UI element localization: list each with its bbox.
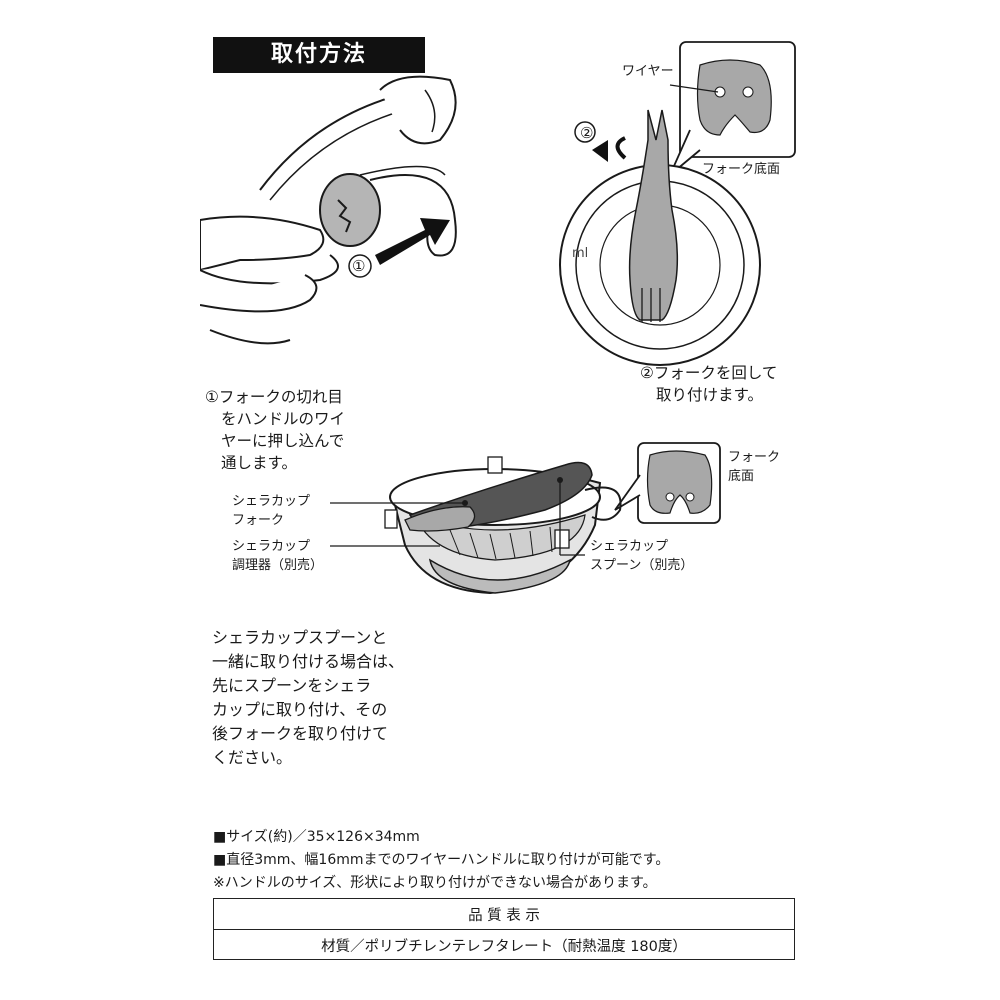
step1-instructions: ①フォークの切れ目 をハンドルのワイ ヤーに押し込んで 通します。	[205, 386, 345, 474]
step1-line-1: ①フォークの切れ目	[205, 388, 343, 406]
note-line-5: 後フォークを取り付けて	[212, 724, 389, 743]
spec-diameter: ■直径3mm、幅16mmまでのワイヤーハンドルに取り付けが可能です。	[213, 852, 670, 868]
sierra-fork-label-line-2: フォーク	[232, 513, 285, 528]
step1-line-2: をハンドルのワイ	[221, 410, 346, 428]
note-line-1: シェラカップスプーンと	[212, 628, 388, 647]
sierra-fork-label-line-1: シェラカップ	[232, 494, 311, 509]
step2-line-2: 取り付けます。	[656, 386, 763, 404]
step1-marker: ①	[352, 257, 366, 275]
section-header: 取付方法	[213, 37, 425, 73]
step2-instructions: ②フォークを回して 取り付けます。	[640, 362, 777, 406]
spec-size: ■サイズ(約)／35×126×34mm	[213, 829, 420, 845]
note-line-6: ください。	[212, 748, 293, 767]
step1-line-4: 通します。	[221, 454, 297, 472]
note-line-3: 先にスプーンをシェラ	[212, 676, 372, 695]
sierra-spoon-label-line-2: スプーン（別売）	[590, 558, 694, 573]
sierra-spoon-label: シェラカップ スプーン（別売）	[590, 537, 693, 575]
fork-bottom-label: フォーク底面	[702, 162, 781, 177]
sierra-spoon-label-line-1: シェラカップ	[590, 539, 669, 554]
quality-table-title: 品 質 表 示	[468, 907, 540, 924]
quality-table: 品 質 表 示 材質／ポリブチレンテレフタレート（耐熱温度 180度）	[213, 898, 795, 960]
quality-table-material: 材質／ポリブチレンテレフタレート（耐熱温度 180度）	[214, 929, 794, 960]
step2-line-1: ②フォークを回して	[640, 364, 778, 382]
note-line-2: 一緒に取り付ける場合は、	[212, 652, 405, 671]
step2-illustration	[559, 41, 796, 366]
step2-marker: ②	[580, 124, 594, 142]
note-line-4: カップに取り付け、その	[212, 700, 388, 719]
sierra-cooker-label-line-2: 調理器（別売）	[232, 558, 324, 573]
step1-illustration	[200, 75, 457, 345]
spoon-note: シェラカップスプーンと 一緒に取り付ける場合は、 先にスプーンをシェラ カップに…	[212, 626, 404, 770]
wire-label: ワイヤー	[622, 64, 674, 79]
assembly-fork-bottom-line-1: フォーク	[728, 450, 781, 465]
spec-caution: ※ハンドルのサイズ、形状により取り付けができない場合があります。	[213, 875, 657, 891]
assembly-illustration	[330, 442, 721, 595]
assembly-fork-bottom-label: フォーク 底面	[728, 448, 780, 486]
assembly-fork-bottom-line-2: 底面	[728, 469, 755, 484]
step1-line-3: ヤーに押し込んで	[221, 432, 345, 450]
sierra-fork-label: シェラカップ フォーク	[232, 492, 310, 530]
cup-measure-marks: ml	[572, 246, 589, 261]
sierra-cooker-label-line-1: シェラカップ	[232, 539, 311, 554]
sierra-cooker-label: シェラカップ 調理器（別売）	[232, 537, 323, 575]
